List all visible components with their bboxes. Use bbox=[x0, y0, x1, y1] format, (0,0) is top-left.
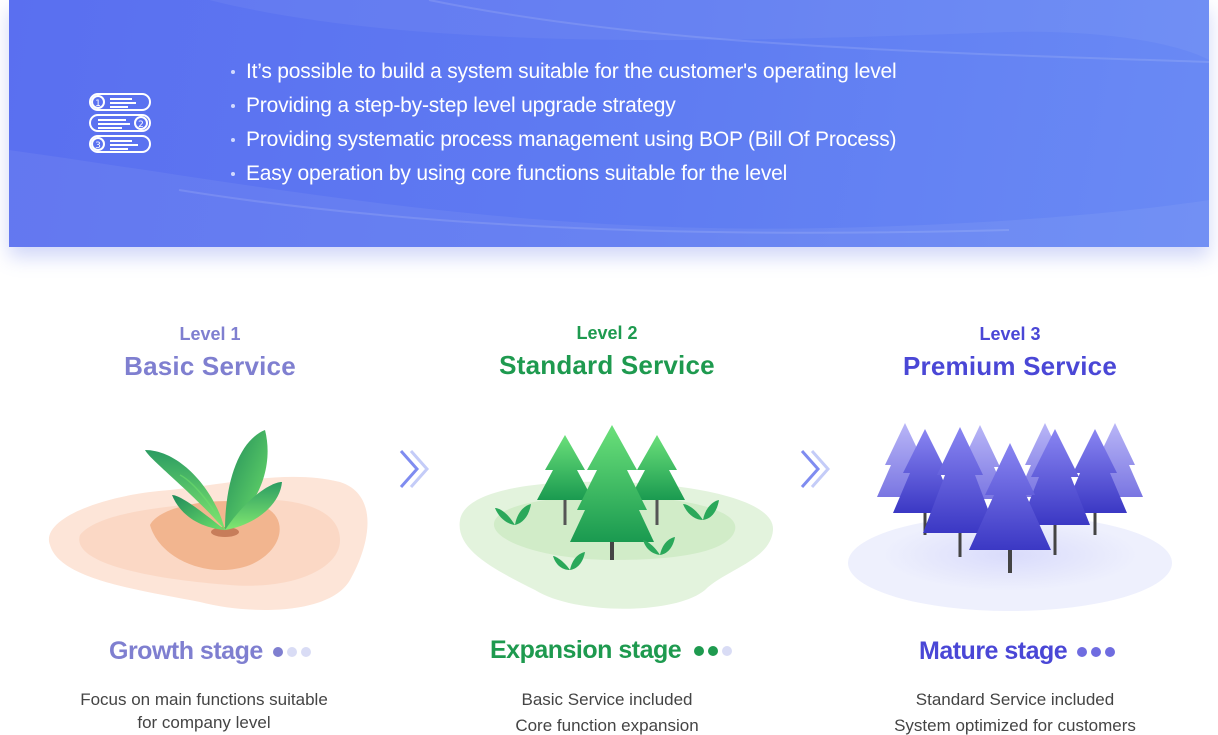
level-label: Level 2 bbox=[576, 323, 638, 343]
level-2-description: Basic Service included Core function exp… bbox=[515, 690, 699, 735]
dot-filled-icon bbox=[694, 645, 705, 656]
dot-empty-icon bbox=[286, 646, 297, 657]
svg-text:3: 3 bbox=[95, 141, 101, 151]
stage-progress-dots bbox=[1077, 646, 1116, 657]
info-banner: 1 2 3 It’s possible to build a system su… bbox=[9, 0, 1209, 247]
list-item: Providing a step-by-step level upgrade s… bbox=[231, 89, 896, 123]
dot-empty-icon bbox=[722, 645, 733, 656]
level-2-heading: Level 2 Standard Service bbox=[457, 322, 757, 382]
chevron-right-icon bbox=[798, 448, 834, 490]
numbered-list-icon: 1 2 3 bbox=[88, 92, 152, 154]
level-3-heading: Level 3 Premium Service bbox=[860, 323, 1160, 383]
level-1-heading: Level 1 Basic Service bbox=[60, 323, 360, 383]
bullet-dot-icon bbox=[231, 70, 235, 74]
banner-wave-decoration bbox=[9, 0, 1209, 247]
service-name: Premium Service bbox=[902, 351, 1117, 381]
dot-filled-icon bbox=[1077, 646, 1088, 657]
bullet-dot-icon bbox=[231, 104, 235, 108]
list-item: Providing systematic process management … bbox=[231, 123, 897, 157]
dot-filled-icon bbox=[1091, 646, 1102, 657]
level-3-description: Standard Service included System optimiz… bbox=[894, 690, 1136, 735]
list-item: It’s possible to build a system suitable… bbox=[231, 55, 897, 89]
level-1-description: Focus on main functions suitable for com… bbox=[80, 690, 328, 732]
stage-mature: Mature stage bbox=[919, 637, 1116, 666]
stage-growth: Growth stage bbox=[109, 637, 311, 666]
dot-filled-icon bbox=[1105, 646, 1116, 657]
bullet-dot-icon bbox=[231, 172, 235, 176]
stage-label: Expansion stage bbox=[490, 636, 682, 664]
bullet-dot-icon bbox=[231, 138, 235, 142]
list-item: Easy operation by using core functions s… bbox=[231, 157, 896, 191]
service-name: Basic Service bbox=[124, 351, 296, 381]
dot-empty-icon bbox=[300, 646, 311, 657]
stage-label: Growth stage bbox=[109, 637, 263, 665]
sprout-icon bbox=[40, 420, 375, 625]
stage-progress-dots bbox=[272, 646, 311, 657]
stage-expansion: Expansion stage bbox=[490, 636, 733, 665]
level-label: Level 3 bbox=[979, 324, 1041, 344]
green-trees-icon bbox=[455, 420, 775, 620]
level-label: Level 1 bbox=[179, 324, 241, 344]
feature-bullet-list: It’s possible to build a system suitable… bbox=[231, 55, 897, 191]
dot-filled-icon bbox=[272, 646, 283, 657]
purple-forest-icon bbox=[845, 415, 1175, 620]
svg-text:1: 1 bbox=[95, 99, 101, 109]
stage-label: Mature stage bbox=[919, 637, 1068, 665]
dot-filled-icon bbox=[708, 645, 719, 656]
stage-progress-dots bbox=[694, 645, 733, 656]
svg-text:2: 2 bbox=[138, 120, 144, 130]
service-name: Standard Service bbox=[499, 350, 715, 380]
chevron-right-icon bbox=[397, 448, 433, 490]
